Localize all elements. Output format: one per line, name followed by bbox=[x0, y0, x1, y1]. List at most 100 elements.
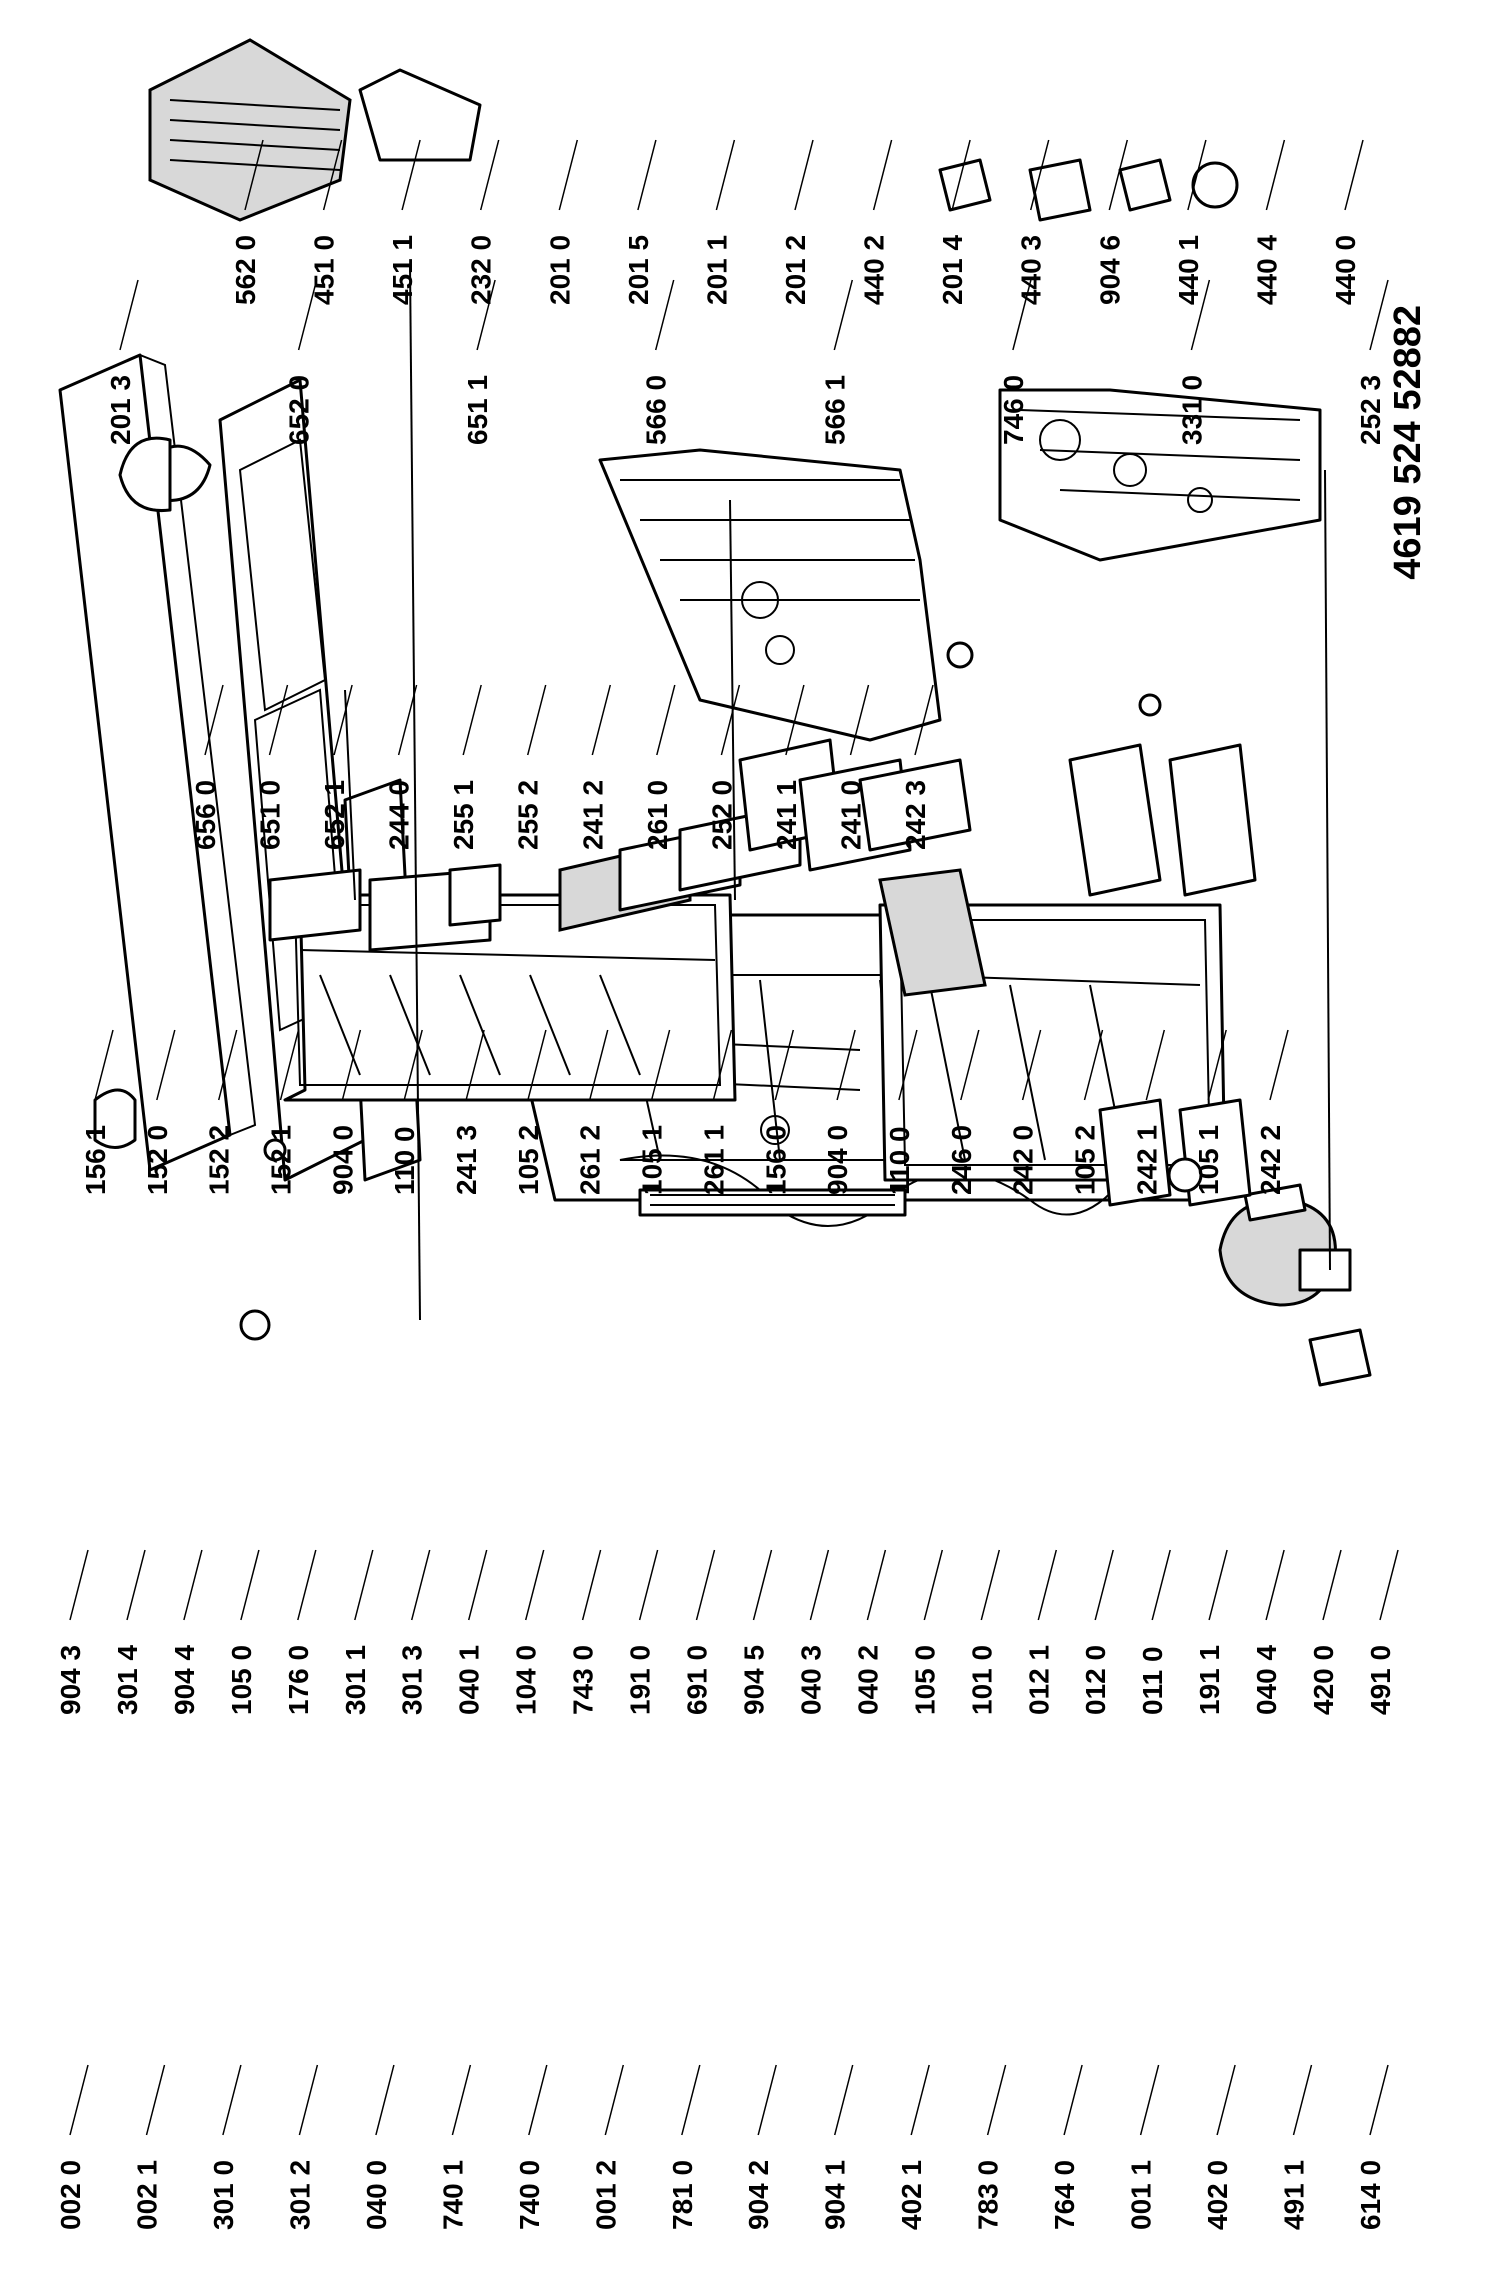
part-label: 255 1 bbox=[448, 780, 479, 850]
part-label: 904 4 bbox=[169, 1645, 200, 1715]
leader-line bbox=[479, 139, 500, 211]
part-label: 040 4 bbox=[1251, 1645, 1282, 1715]
part-label: 764 0 bbox=[1049, 2160, 1080, 2230]
part-label: 301 2 bbox=[284, 2160, 315, 2230]
leader-line bbox=[410, 1549, 431, 1621]
leader-line bbox=[836, 1029, 856, 1101]
leader-line bbox=[695, 1549, 716, 1621]
leader-line bbox=[1265, 139, 1286, 211]
leader-line bbox=[1344, 139, 1364, 211]
leader-line bbox=[785, 684, 805, 756]
leader-line bbox=[341, 1029, 362, 1101]
leader-line bbox=[451, 2064, 472, 2136]
parts-drawing bbox=[58, 38, 1372, 1387]
part-label: 402 0 bbox=[1202, 2160, 1233, 2230]
leader-line bbox=[1265, 1549, 1285, 1621]
part-label: 012 1 bbox=[1023, 1645, 1054, 1715]
part-label: 244 0 bbox=[384, 780, 415, 850]
bushing-part bbox=[946, 641, 974, 669]
part-label: 040 0 bbox=[361, 2160, 392, 2230]
door-shelf-part bbox=[268, 868, 362, 942]
part-label: 201 1 bbox=[701, 235, 732, 305]
part-label: 002 0 bbox=[55, 2160, 86, 2230]
part-label: 105 2 bbox=[1070, 1125, 1101, 1195]
leader-line bbox=[526, 684, 547, 756]
part-label: 241 1 bbox=[771, 780, 802, 850]
part-label: 201 5 bbox=[623, 235, 654, 305]
part-label: 440 1 bbox=[1173, 235, 1204, 305]
part-label: 242 2 bbox=[1255, 1125, 1286, 1195]
part-label: 261 0 bbox=[642, 780, 673, 850]
leader-line bbox=[654, 279, 675, 351]
fan-hub-part bbox=[1191, 161, 1239, 209]
part-label: 261 2 bbox=[575, 1125, 606, 1195]
leader-line bbox=[757, 2064, 777, 2136]
leader-line bbox=[156, 1029, 176, 1101]
leader-line bbox=[322, 139, 343, 211]
part-label: 156 0 bbox=[760, 1125, 791, 1195]
part-label: 652 0 bbox=[284, 375, 315, 445]
part-label: 110 0 bbox=[389, 1126, 420, 1195]
part-label: 176 0 bbox=[283, 1645, 314, 1715]
leader-line bbox=[951, 139, 971, 211]
leader-line bbox=[1021, 1029, 1042, 1101]
leader-line bbox=[910, 2064, 930, 2136]
leader-line bbox=[960, 1029, 980, 1101]
part-label: 451 1 bbox=[387, 235, 418, 305]
part-label: 002 1 bbox=[132, 2160, 163, 2230]
freezer-grid-shelf-part bbox=[878, 868, 987, 997]
part-label: 040 1 bbox=[454, 1645, 485, 1715]
motor-bracket-part bbox=[1118, 158, 1172, 212]
part-label: 242 1 bbox=[1131, 1125, 1162, 1195]
leader-line bbox=[1029, 139, 1050, 211]
part-label: 402 1 bbox=[896, 2160, 927, 2230]
part-label: 011 0 bbox=[1137, 1646, 1168, 1715]
fan-blade-part bbox=[938, 158, 992, 212]
leader-line bbox=[297, 279, 318, 351]
egg-tray-part bbox=[93, 1088, 137, 1149]
leader-line bbox=[638, 1549, 659, 1621]
part-label: 241 3 bbox=[451, 1125, 482, 1195]
door-shelf-part-3 bbox=[448, 863, 502, 927]
relay-box-part bbox=[1298, 1248, 1352, 1292]
leader-line bbox=[872, 139, 893, 211]
air-duct-part bbox=[998, 388, 1322, 562]
part-label: 904 2 bbox=[743, 2160, 774, 2230]
leader-line bbox=[1063, 2064, 1083, 2136]
leader-line bbox=[467, 1549, 488, 1621]
leader-line bbox=[715, 139, 736, 211]
part-label: 242 3 bbox=[900, 780, 931, 850]
leader-line bbox=[794, 139, 814, 211]
part-label: 691 0 bbox=[682, 1645, 713, 1715]
part-label: 491 1 bbox=[1279, 2160, 1310, 2230]
part-label: 301 3 bbox=[397, 1645, 428, 1715]
leader-line bbox=[720, 684, 741, 756]
part-label: 301 4 bbox=[112, 1645, 143, 1715]
leader-line bbox=[476, 279, 496, 351]
part-label: 904 5 bbox=[739, 1645, 770, 1715]
leader-line bbox=[333, 684, 353, 756]
leader-line bbox=[898, 1029, 918, 1101]
divider-line bbox=[409, 264, 421, 1321]
part-label: 105 1 bbox=[637, 1125, 668, 1195]
part-label: 740 0 bbox=[514, 2160, 545, 2230]
part-label: 191 1 bbox=[1194, 1645, 1225, 1715]
part-label: 252 3 bbox=[1355, 375, 1386, 445]
leader-line bbox=[656, 684, 676, 756]
leader-line bbox=[1037, 1549, 1058, 1621]
leader-line bbox=[94, 1029, 114, 1101]
hinge-screw-part-2 bbox=[263, 1138, 287, 1162]
lamp-housing-part bbox=[118, 436, 172, 513]
part-label: 012 0 bbox=[1080, 1645, 1111, 1715]
part-label: 105 0 bbox=[226, 1645, 257, 1715]
part-label: 252 0 bbox=[706, 780, 737, 850]
part-label: 201 2 bbox=[780, 235, 811, 305]
leader-line bbox=[1145, 1029, 1166, 1101]
bracket-line bbox=[729, 499, 736, 901]
part-label: 566 0 bbox=[641, 375, 672, 445]
part-label: 301 1 bbox=[340, 1645, 371, 1715]
leader-line bbox=[462, 684, 482, 756]
leader-line bbox=[268, 684, 289, 756]
fan-motor-part bbox=[1028, 158, 1092, 222]
